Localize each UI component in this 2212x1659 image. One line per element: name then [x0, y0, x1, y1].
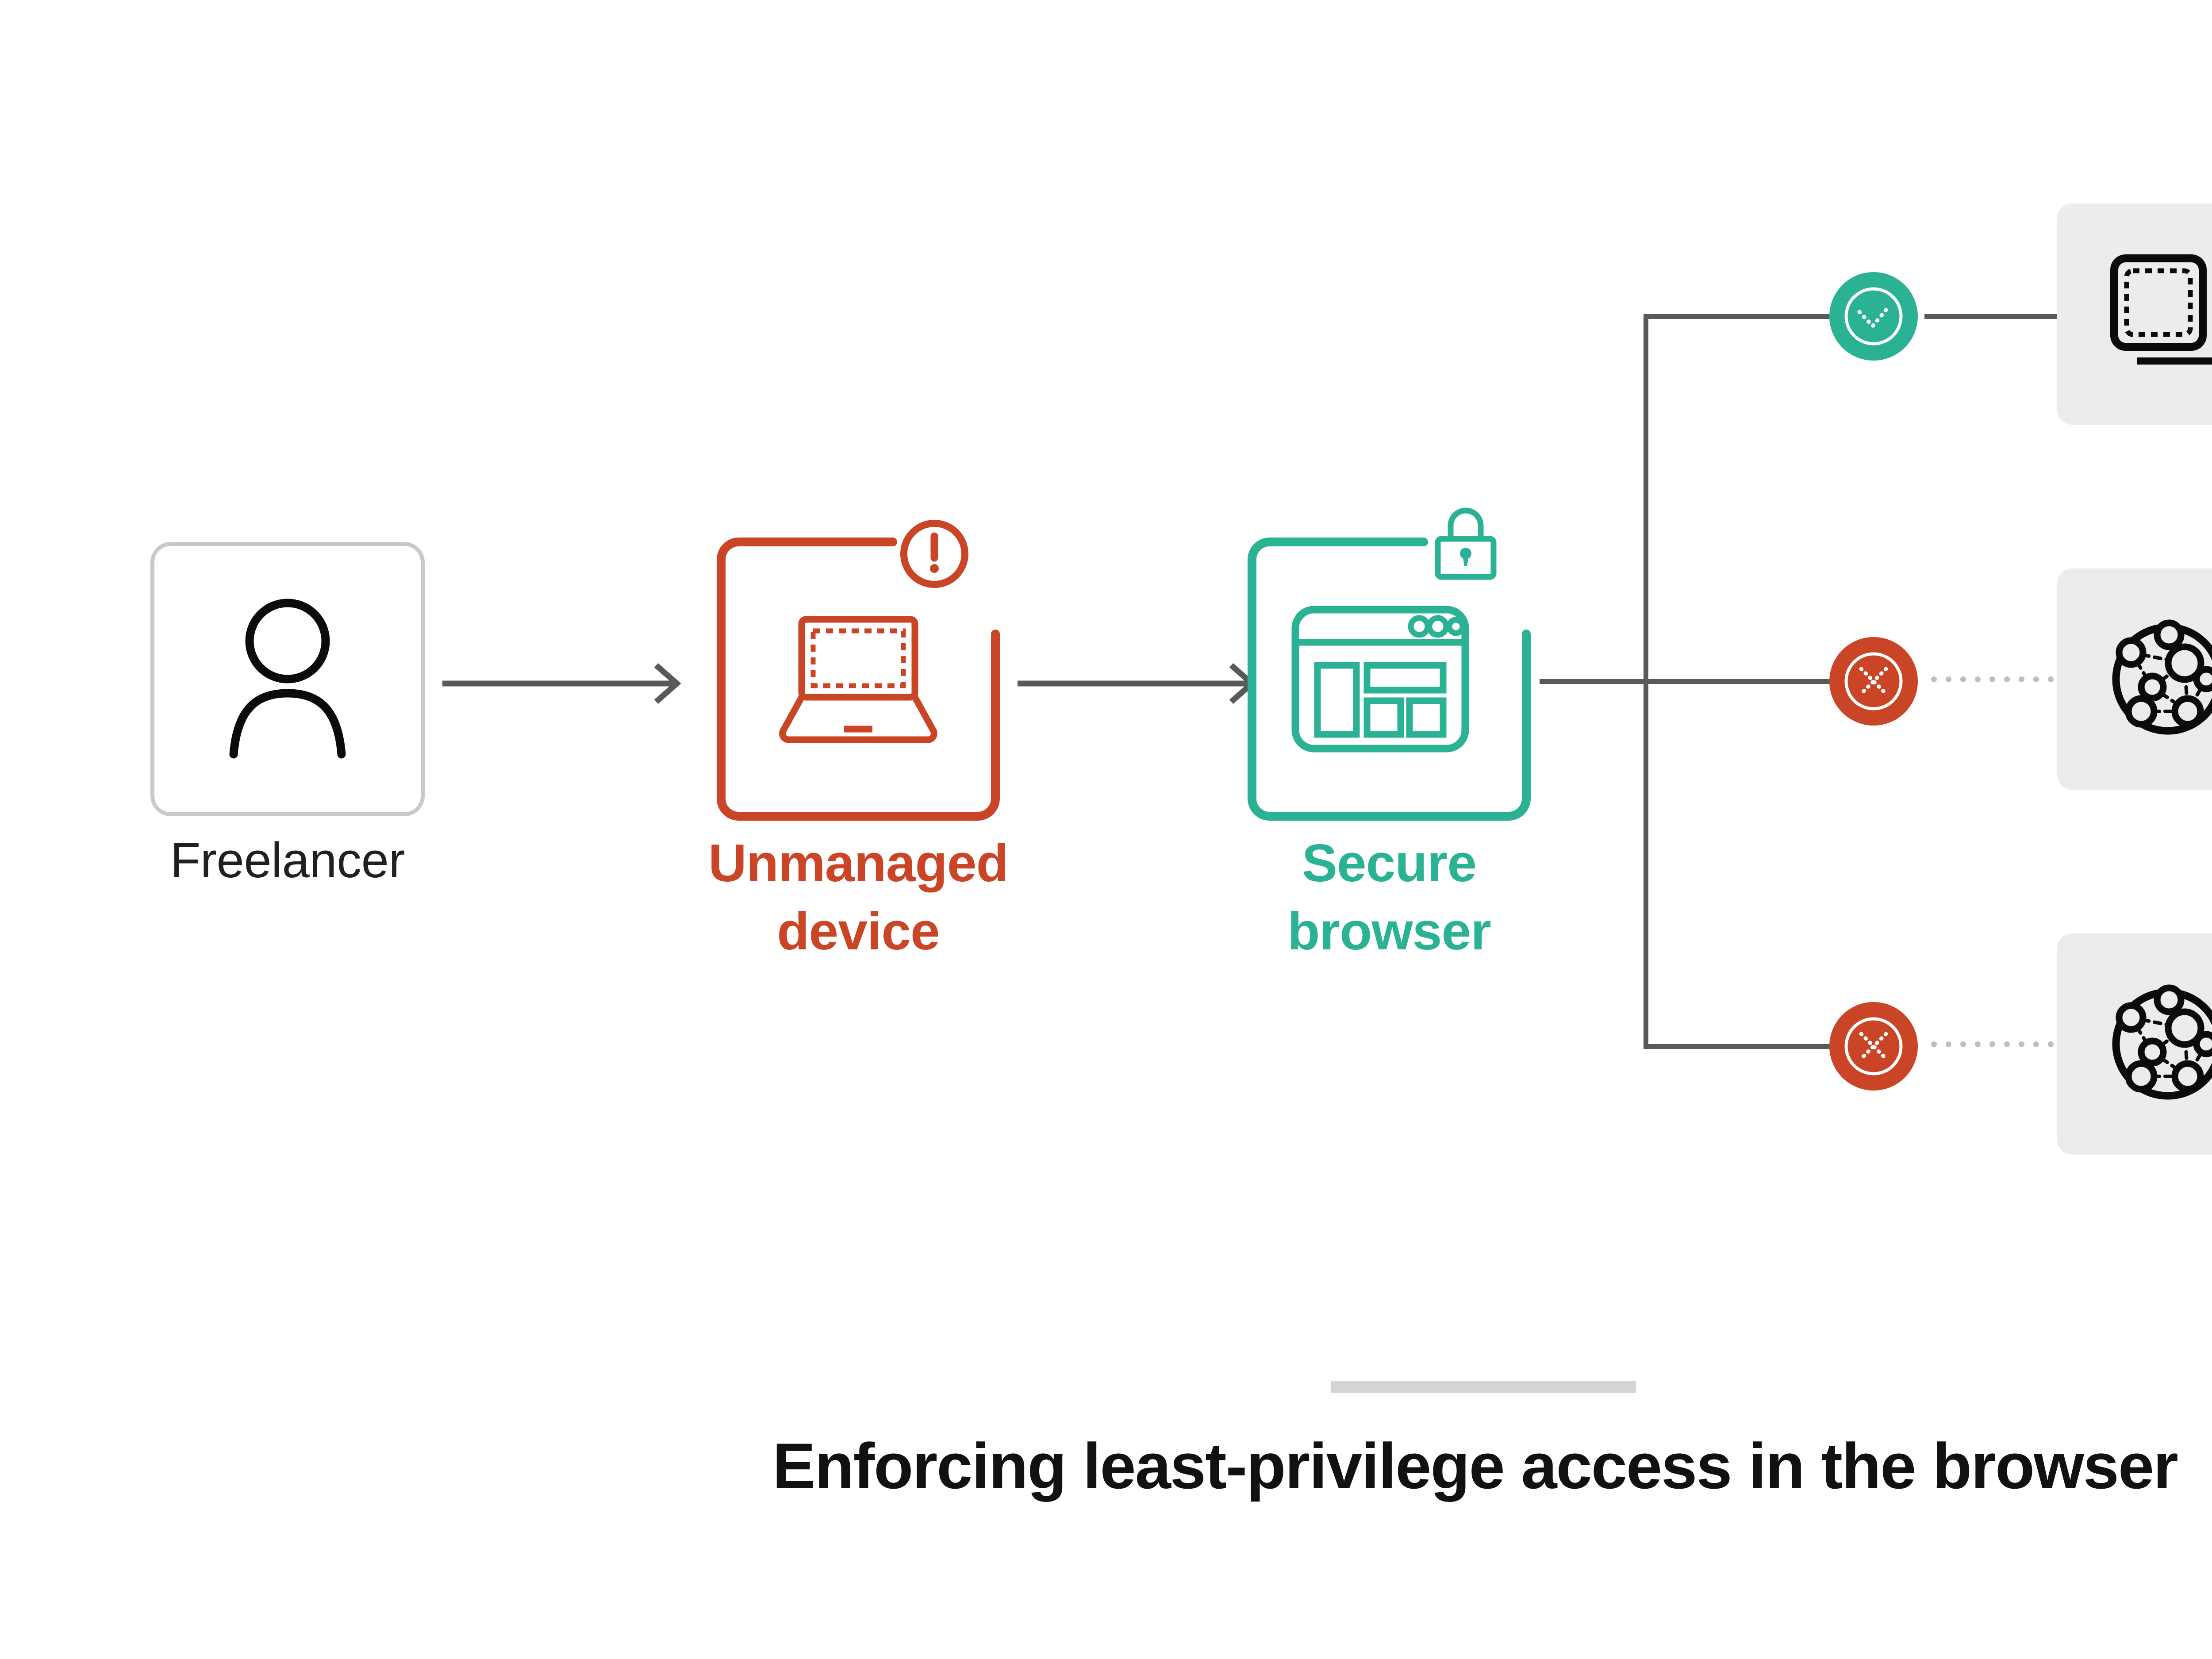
status-badge-allow-internal-apps: [1829, 272, 1918, 361]
secure-browser-node-box: [1248, 538, 1531, 821]
secure-browser-label: Secure browser: [1287, 833, 1491, 961]
lock-icon: [1435, 507, 1497, 580]
page-title: Enforcing least-privilege access in the …: [772, 1430, 2178, 1502]
browser-window-icon: [1291, 606, 1469, 753]
laptop-icon: [779, 616, 937, 743]
freelancer-label: Freelancer: [170, 833, 405, 888]
x-circle-icon: [1844, 1017, 1903, 1075]
connector-deny-dotted-espn: [1927, 1041, 2059, 1047]
freelancer-node-box: [150, 542, 425, 816]
branch-to-espn: [1644, 1044, 1847, 1049]
branch-to-internal-apps: [1644, 314, 1847, 319]
title-divider: [1331, 1381, 1636, 1393]
warning-icon: [900, 520, 968, 588]
globe-network-icon: [2112, 619, 2212, 735]
check-circle-icon: [1844, 287, 1903, 346]
connector-deny-dotted-draftkings: [1927, 676, 2059, 682]
unmanaged-device-node-box: [717, 538, 1000, 821]
arrow-right-icon: [1018, 663, 1256, 704]
stacked-apps-icon: [2110, 254, 2212, 365]
branch-to-draftkings: [1644, 679, 1847, 684]
arrow-right-icon: [442, 663, 681, 704]
unmanaged-device-label: Unmanaged device: [708, 833, 1009, 961]
connector-allow-solid: [1924, 314, 2057, 319]
globe-network-icon: [2112, 984, 2212, 1100]
x-circle-icon: [1844, 652, 1903, 710]
branch-stem: [1540, 679, 1646, 684]
person-icon: [229, 599, 346, 759]
